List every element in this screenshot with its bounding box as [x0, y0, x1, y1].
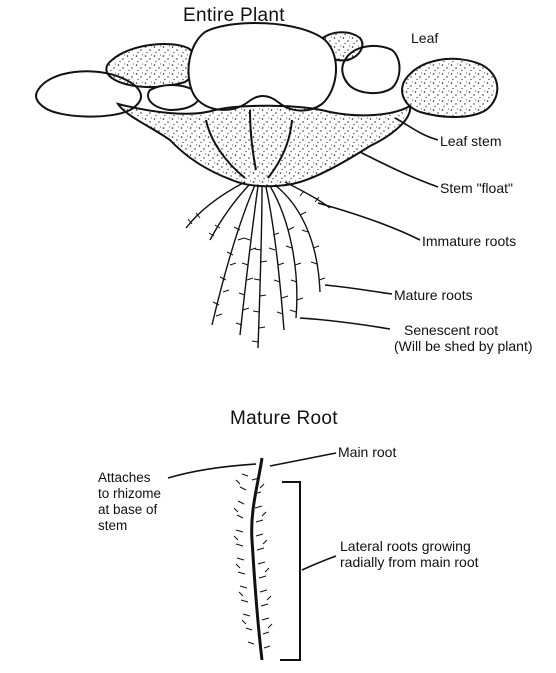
pointer-senescent-root [300, 318, 390, 329]
bottom-title: Mature Root [230, 408, 338, 430]
label-attaches-line3: at base of [98, 502, 161, 518]
label-senescent-root: Senescent root (Will be shed by plant) [394, 322, 533, 354]
plant-roots [186, 182, 330, 348]
pointer-lateral [302, 556, 336, 570]
pointer-attaches [168, 464, 256, 478]
label-lateral-line2: radially from main root [340, 554, 479, 570]
pointer-leaf-stem [395, 118, 438, 140]
pointer-immature-roots [318, 203, 420, 240]
label-immature-roots: Immature roots [422, 233, 516, 249]
label-lateral-roots: Lateral roots growing radially from main… [340, 538, 479, 570]
pointer-mature-roots [325, 285, 392, 294]
mature-root-drawing [234, 458, 300, 660]
pointer-stem-float [360, 152, 438, 187]
label-senescent-line1: Senescent root [404, 322, 533, 338]
label-attaches-line4: stem [98, 518, 161, 534]
leaf-center [189, 23, 337, 111]
leaf-right-big [402, 59, 497, 117]
label-attaches-line1: Attaches [98, 470, 161, 486]
stem-float-body [118, 104, 410, 186]
label-leaf: Leaf [411, 30, 438, 46]
label-attaches-line2: to rhizome [98, 486, 161, 502]
label-stem-float: Stem "float" [440, 180, 513, 196]
top-title: Entire Plant [183, 5, 285, 27]
leaf-left-back [106, 44, 196, 87]
label-mature-roots: Mature roots [394, 287, 473, 303]
pointer-main-root [270, 453, 336, 466]
label-attaches: Attaches to rhizome at base of stem [98, 470, 161, 534]
label-leaf-stem: Leaf stem [440, 133, 501, 149]
label-senescent-line2: (Will be shed by plant) [394, 338, 533, 354]
label-lateral-line1: Lateral roots growing [340, 538, 479, 554]
label-main-root: Main root [338, 444, 396, 460]
